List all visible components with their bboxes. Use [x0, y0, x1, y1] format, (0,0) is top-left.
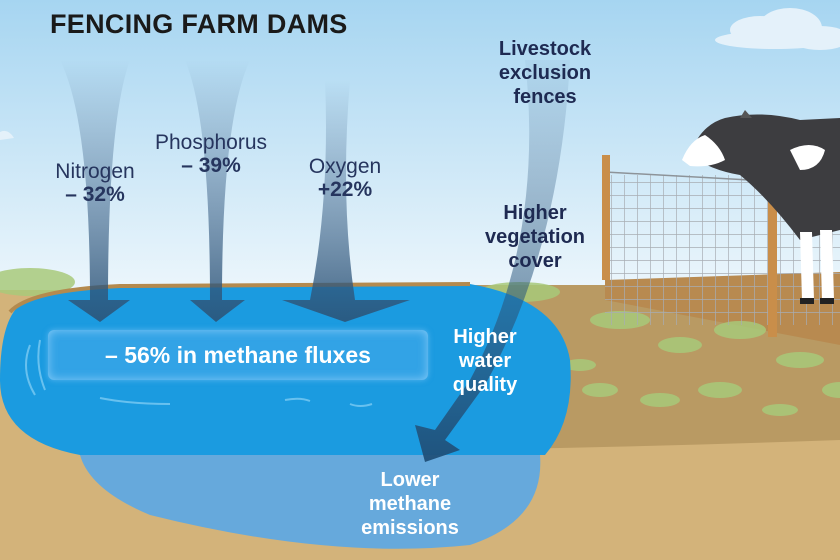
water-quality-label: Higher water quality — [430, 325, 540, 397]
pond-deep — [80, 455, 541, 549]
nitrogen-label: Nitrogen – 32% — [40, 160, 150, 206]
oxygen-name: Oxygen — [308, 155, 382, 178]
phosphorus-change: – 39% — [181, 154, 241, 178]
cow — [682, 110, 840, 304]
water-line-2: water — [458, 350, 512, 372]
phosphorus-name: Phosphorus — [154, 131, 268, 154]
emissions-line-1: Lower — [380, 469, 440, 491]
nitrogen-change: – 32% — [65, 183, 125, 207]
emissions-label: Lower methane emissions — [350, 468, 470, 540]
vegetation-label: Higher vegetation cover — [470, 201, 600, 273]
oxygen-label: Oxygen +22% — [290, 155, 400, 201]
fence-post — [768, 172, 777, 337]
water-line-1: Higher — [453, 326, 517, 348]
fences-line-1: Livestock — [498, 38, 592, 60]
methane-flux-text: – 56% in methane fluxes — [105, 341, 371, 368]
nitrogen-name: Nitrogen — [55, 160, 135, 183]
causal-arrow — [415, 60, 570, 462]
oxygen-arrow — [282, 80, 410, 322]
nitrogen-arrow — [60, 60, 130, 322]
oxygen-change: +22% — [317, 178, 373, 202]
vegetation-line-1: Higher — [503, 202, 567, 224]
phosphorus-arrow — [185, 60, 250, 322]
pond-bank-edge — [8, 282, 471, 314]
phosphorus-label: Phosphorus – 39% — [146, 131, 276, 177]
cloud-left — [0, 130, 14, 140]
fence-post — [602, 155, 610, 280]
water-line-3: quality — [452, 374, 518, 396]
vegetation-line-2: vegetation — [484, 226, 586, 248]
emissions-line-3: emissions — [361, 517, 459, 539]
emissions-line-2: methane — [368, 493, 452, 515]
vegetation-line-3: cover — [508, 250, 562, 272]
page-title: FENCING FARM DAMS — [50, 9, 348, 39]
methane-flux-box: – 56% in methane fluxes — [48, 330, 428, 380]
fences-label: Livestock exclusion fences — [480, 37, 610, 109]
water-ripples — [25, 339, 373, 407]
cloud — [715, 8, 840, 50]
fences-line-3: fences — [513, 86, 577, 108]
fences-line-2: exclusion — [498, 62, 592, 84]
